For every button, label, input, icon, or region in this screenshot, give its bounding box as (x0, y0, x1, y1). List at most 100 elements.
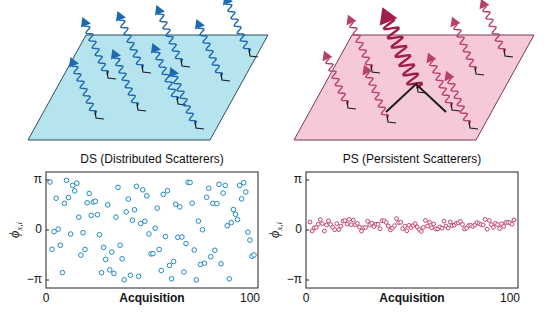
arrow-head (347, 15, 357, 25)
phase-point (316, 222, 320, 226)
phase-point (421, 226, 425, 230)
axis-title: Acquisition (379, 292, 444, 306)
phase-point (485, 227, 489, 231)
arrow-head (151, 43, 161, 53)
phase-point (440, 226, 444, 230)
phase-point (492, 226, 496, 230)
phase-point (105, 203, 110, 208)
phase-point (496, 223, 500, 227)
tick-label: 0 (303, 292, 310, 306)
arrow-head (480, 0, 490, 9)
phase-point (308, 220, 312, 224)
phase-point (376, 222, 380, 226)
phase-point (426, 224, 430, 228)
arrow-head (111, 49, 121, 59)
phase-point (213, 248, 218, 253)
tick-label: 0 (43, 292, 50, 306)
phase-point (442, 219, 446, 223)
phase-point (231, 207, 236, 212)
axis-symbol: ϕ (267, 231, 282, 238)
tick-label: −π (287, 273, 302, 287)
phase-point (169, 276, 174, 281)
phase-point (378, 227, 382, 231)
phase-point (349, 223, 353, 227)
phase-point (126, 197, 131, 202)
phase-point (132, 207, 137, 212)
axis-tick (306, 280, 309, 281)
phase-point (155, 206, 160, 211)
wave-arrow (84, 26, 108, 74)
phase-point (318, 218, 322, 222)
phase-point (432, 222, 436, 226)
arrow-head (451, 17, 461, 27)
phase-point (217, 182, 222, 187)
phase-point (239, 197, 244, 202)
arrow-head (155, 5, 165, 15)
phase-point (50, 247, 55, 252)
phase-point (345, 222, 349, 226)
phase-point (190, 201, 195, 206)
phase-point (405, 229, 409, 233)
corner-reflector (386, 84, 446, 112)
reflector-mark (221, 73, 230, 81)
tick-label: π (294, 173, 302, 187)
phase-point (110, 250, 115, 255)
phase-point (103, 257, 108, 262)
wave-arrow (326, 58, 349, 104)
wave-arrow (114, 58, 138, 106)
phase-point (358, 225, 362, 229)
phase-point (512, 218, 516, 222)
phase-point (178, 205, 183, 210)
phase-point (147, 232, 152, 237)
phase-point (75, 181, 80, 186)
reflector-mark (142, 65, 151, 73)
phase-point (58, 243, 63, 248)
wave-arrow (119, 20, 143, 68)
reflector-mark (137, 103, 146, 111)
tick-label: 0 (35, 223, 42, 237)
axis-title: ϕx,i (265, 222, 283, 238)
phase-point (145, 194, 150, 199)
phase-point (204, 195, 209, 200)
phase-point (188, 180, 193, 185)
wave-arrow (448, 78, 471, 124)
phase-point (510, 222, 514, 226)
ground-plane (294, 35, 534, 140)
arrow-head (69, 57, 79, 67)
phase-point (487, 219, 491, 223)
phase-point (403, 224, 407, 228)
phase-point (233, 212, 238, 217)
phase-point (206, 186, 211, 191)
phase-point (347, 218, 351, 222)
wave-arrow (198, 28, 222, 76)
phase-point (95, 212, 100, 217)
phase-point (200, 227, 205, 232)
phase-point (386, 224, 390, 228)
phase-point (167, 263, 172, 268)
phase-point (225, 223, 230, 228)
phase-point (171, 259, 176, 264)
axis-subscript: x,i (274, 222, 284, 231)
wave-arrow (350, 22, 373, 68)
arrow-head (380, 7, 398, 25)
phase-point (130, 218, 135, 223)
phase-point (184, 241, 189, 246)
arrow-head (445, 71, 455, 81)
phase-point (151, 251, 156, 256)
phase-point (364, 226, 368, 230)
phase-point (101, 245, 106, 250)
reflector-mark (504, 49, 513, 57)
phase-point (134, 184, 139, 189)
tick-label: π (34, 173, 42, 187)
wave-arrow (226, 4, 250, 52)
axis-tick (46, 180, 49, 181)
phase-point (208, 254, 213, 259)
phase-point (79, 253, 84, 258)
phase-point (202, 261, 207, 266)
phase-point (323, 229, 327, 233)
phase-point (335, 222, 339, 226)
phase-point (252, 253, 257, 258)
phase-point (219, 262, 224, 267)
phase-point (108, 268, 113, 273)
phase-point (481, 223, 485, 227)
